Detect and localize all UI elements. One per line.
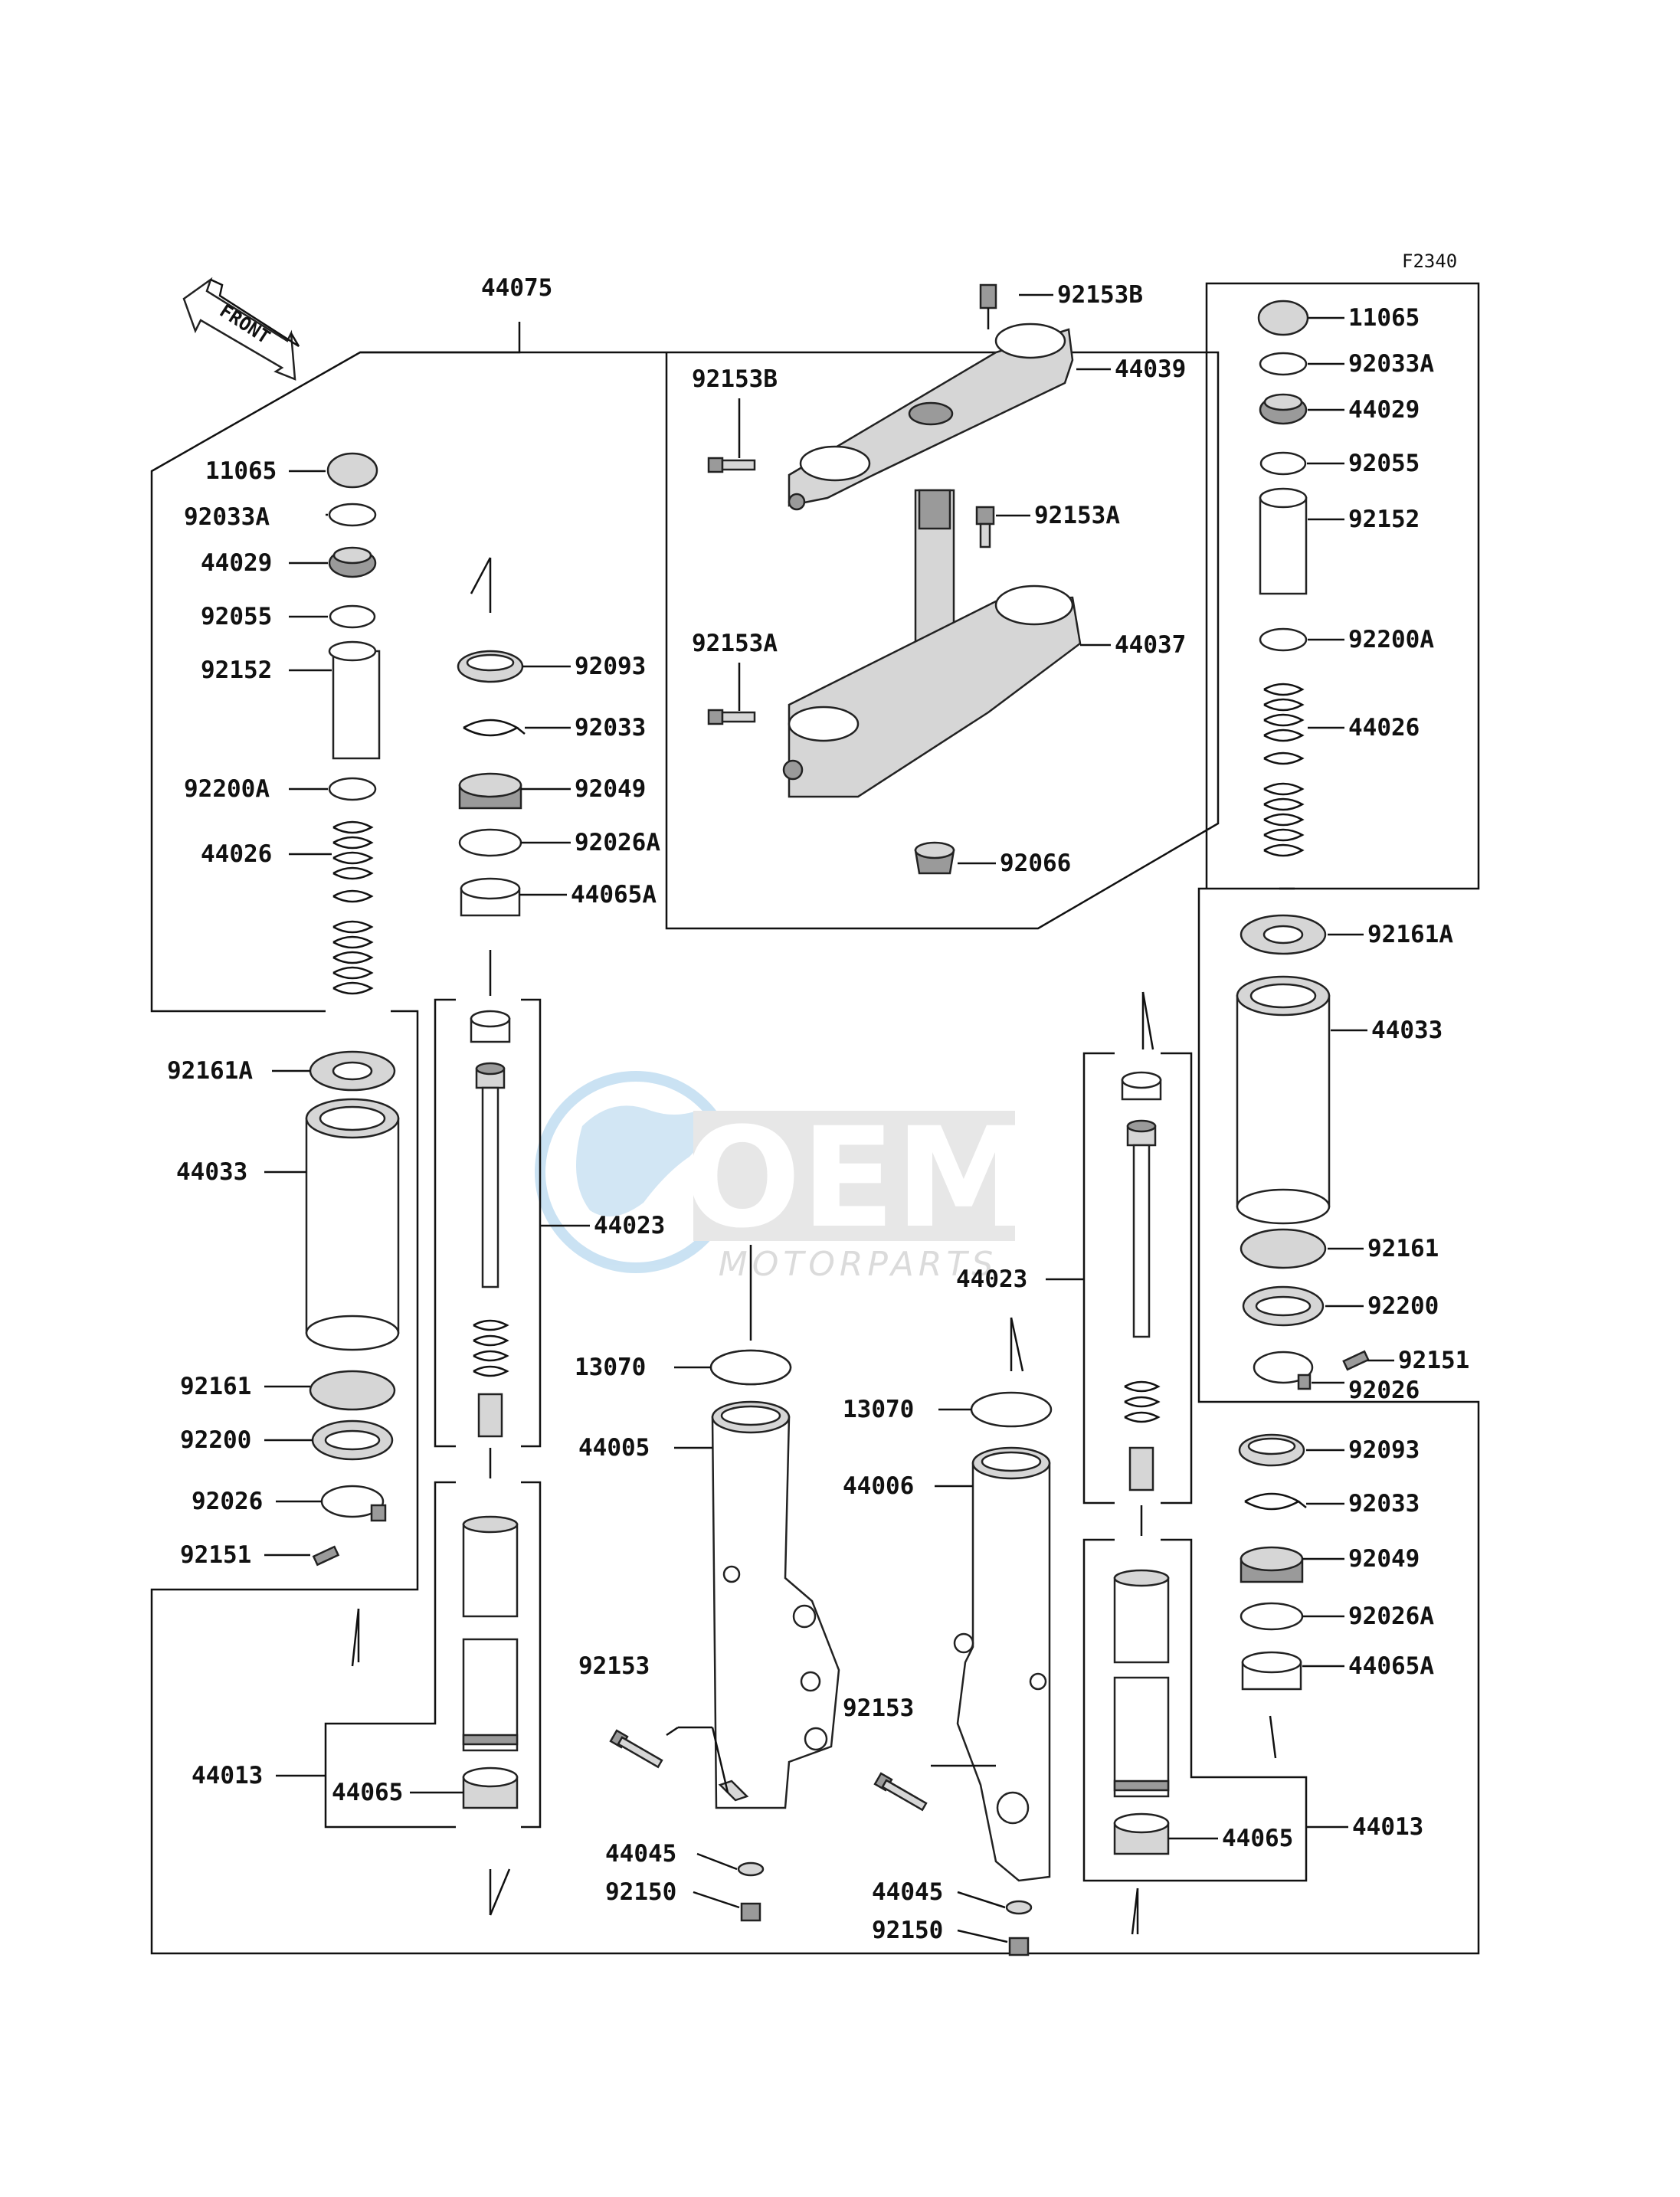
label-92033A-right: 92033A	[1348, 350, 1434, 378]
left-guide-ring-13070	[709, 1349, 792, 1386]
right-damper-rod	[1121, 1071, 1162, 1491]
bolt-92153B-top	[979, 283, 997, 329]
label-92200-left: 92200	[180, 1426, 251, 1454]
label-92026A-mid: 92026A	[575, 829, 660, 856]
label-11065-left: 11065	[205, 457, 277, 485]
label-92026A-right: 92026A	[1348, 1603, 1434, 1630]
bolt-92153A-right	[975, 506, 995, 548]
diagram-code: F2340	[1402, 250, 1457, 272]
label-44023-right: 44023	[956, 1265, 1027, 1293]
label-92152-right: 92152	[1348, 506, 1420, 533]
label-92093-right: 92093	[1348, 1436, 1420, 1464]
label-92150-mid: 92150	[605, 1878, 676, 1906]
label-92153B-top: 92153B	[1057, 281, 1143, 309]
watermark-brand: OEM	[683, 1098, 1032, 1259]
grouping-frames	[150, 282, 1480, 1955]
front-arrow-icon: FRONT	[182, 277, 300, 381]
label-92153A-left: 92153A	[692, 630, 778, 657]
label-92049-right: 92049	[1348, 1545, 1420, 1573]
upper-triple-clamp	[788, 323, 1074, 511]
label-92153A-right: 92153A	[1034, 502, 1120, 529]
label-92066: 92066	[1000, 850, 1071, 877]
label-92049-mid: 92049	[575, 775, 646, 803]
label-44006: 44006	[843, 1472, 914, 1500]
label-92151-right: 92151	[1398, 1347, 1469, 1374]
part-labels: 44075 92153B 44039 92153B 92153A 92153A …	[167, 274, 1469, 1944]
left-fork-internals	[305, 452, 400, 1567]
label-92153B-left: 92153B	[692, 365, 778, 393]
label-11065-right: 11065	[1348, 304, 1420, 332]
label-92200-right: 92200	[1367, 1292, 1439, 1320]
label-92055-left: 92055	[201, 603, 272, 630]
label-44005: 44005	[578, 1434, 650, 1462]
left-inner-tube	[462, 1515, 519, 1809]
label-92033A-left: 92033A	[184, 503, 270, 531]
label-44033-right: 44033	[1371, 1017, 1443, 1044]
label-92150-right: 92150	[872, 1917, 943, 1944]
label-44039: 44039	[1115, 355, 1186, 383]
label-92152-left: 92152	[201, 656, 272, 684]
bolt-92153-left	[609, 1729, 663, 1769]
label-92151-left: 92151	[180, 1541, 251, 1569]
label-44026-right: 44026	[1348, 714, 1420, 742]
bolt-92153A-left	[707, 709, 756, 725]
label-92093-mid: 92093	[575, 653, 646, 680]
label-44045-right: 44045	[872, 1878, 943, 1906]
label-13070-right: 13070	[843, 1396, 914, 1423]
label-92055-right: 92055	[1348, 450, 1420, 477]
label-92153-right: 92153	[843, 1694, 914, 1722]
watermark-logo: OEM MOTORPARTS	[535, 1071, 1033, 1284]
label-44075: 44075	[481, 274, 552, 302]
label-44065A-mid: 44065A	[571, 881, 657, 909]
label-44013-right: 44013	[1352, 1813, 1423, 1841]
label-44065-left: 44065	[332, 1779, 403, 1806]
label-44065-right: 44065	[1222, 1825, 1293, 1852]
watermark-sub: MOTORPARTS	[719, 1245, 998, 1284]
label-92161A-right: 92161A	[1367, 921, 1453, 948]
label-44065A-right: 44065A	[1348, 1652, 1434, 1680]
label-44033-left: 44033	[176, 1158, 247, 1186]
label-92161-left: 92161	[180, 1373, 251, 1400]
label-92033-right: 92033	[1348, 1490, 1420, 1518]
right-fork-internals	[1236, 300, 1370, 1691]
label-92200A-left: 92200A	[184, 775, 270, 803]
label-44023-mid: 44023	[594, 1212, 665, 1239]
label-44026-left: 44026	[201, 840, 272, 868]
label-92161-right: 92161	[1367, 1235, 1439, 1262]
bolt-92153-right	[873, 1772, 928, 1812]
label-13070-mid: 13070	[575, 1354, 646, 1381]
label-92153-mid: 92153	[578, 1652, 650, 1680]
label-92033-mid: 92033	[575, 714, 646, 742]
label-92026-left: 92026	[192, 1488, 263, 1515]
label-44037: 44037	[1115, 631, 1186, 659]
label-44029-left: 44029	[201, 549, 272, 577]
right-inner-tube	[1113, 1569, 1170, 1855]
label-92026-right: 92026	[1348, 1377, 1420, 1404]
label-44013-left: 44013	[192, 1762, 263, 1789]
left-damper-rod	[470, 1010, 511, 1438]
bolt-92153B-left	[707, 457, 756, 473]
leader-lines	[264, 293, 1394, 1943]
stem-nut-92066	[914, 841, 955, 875]
label-92161A-left: 92161A	[167, 1057, 253, 1085]
lower-triple-clamp	[782, 584, 1082, 798]
label-44029-right: 44029	[1348, 396, 1420, 424]
label-44045-mid: 44045	[605, 1840, 676, 1868]
left-fork-upper-seals	[457, 650, 526, 917]
right-outer-tube-44006	[873, 1391, 1053, 1956]
label-92200A-right: 92200A	[1348, 626, 1434, 653]
